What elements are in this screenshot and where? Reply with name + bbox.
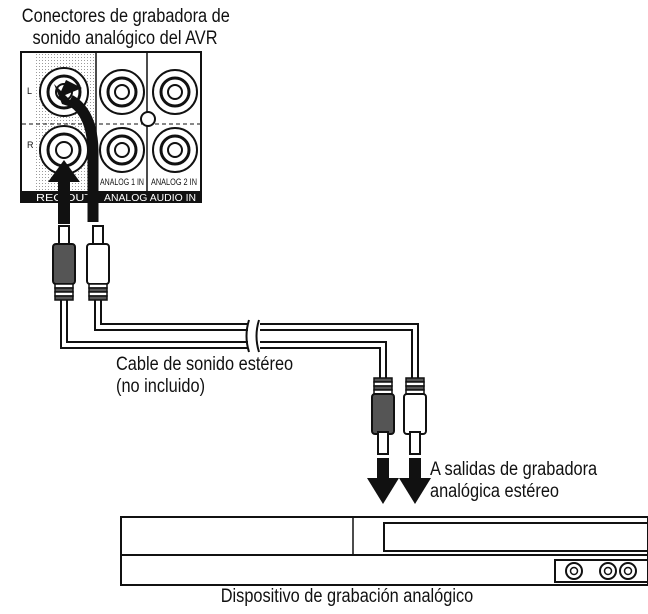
avr-rear-panel: L R: [20, 51, 202, 204]
cable-label-line1: Cable de sonido estéreo: [116, 354, 294, 375]
device-jack-2: [599, 562, 617, 580]
device-jack-1: [565, 562, 583, 580]
top-plug-light: [86, 225, 110, 301]
analog-audio-in-label: ANALOG AUDIO IN: [104, 193, 196, 204]
cable-label-line2: (no incluido): [116, 376, 206, 397]
analog2-right-jack: [152, 127, 198, 173]
ground-screw: [140, 111, 156, 127]
analog1-left-jack: [99, 69, 145, 115]
cable-label: Cable de sonido estéreo (no incluido): [116, 354, 293, 398]
recorder-outputs-line2: analógica estéreo: [430, 481, 559, 502]
device-label: Dispositivo de grabación analógico: [220, 586, 474, 607]
analog2-in-label: ANALOG 2 IN: [151, 177, 197, 187]
top-plug-dark: [52, 225, 76, 301]
panel-title-line2: sonido analógico del AVR: [32, 28, 218, 49]
bottom-plug-dark: [371, 377, 395, 455]
arrow-into-right-jack: [48, 160, 80, 224]
arrow-down-right: [399, 458, 431, 504]
device-display-panel: [383, 522, 648, 552]
analog1-right-jack: [99, 127, 145, 173]
arrow-into-left-jack: [54, 80, 99, 222]
recorder-outputs-label: A salidas de grabadora analógica estéreo: [430, 459, 597, 503]
analog-recorder-device: [120, 516, 648, 586]
bottom-plug-light: [403, 377, 427, 455]
analog2-left-jack: [152, 69, 198, 115]
channel-right-label: R: [27, 140, 34, 150]
channel-left-label: L: [27, 86, 32, 96]
analog1-in-label: ANALOG 1 IN: [100, 177, 144, 187]
panel-title-line1: Conectores de grabadora de: [21, 6, 230, 27]
device-jack-3: [619, 562, 637, 580]
panel-title: Conectores de grabadora de sonido analóg…: [21, 6, 230, 50]
arrow-down-left: [367, 458, 399, 504]
recorder-outputs-line1: A salidas de grabadora: [430, 459, 598, 480]
cable-break: [245, 318, 260, 354]
